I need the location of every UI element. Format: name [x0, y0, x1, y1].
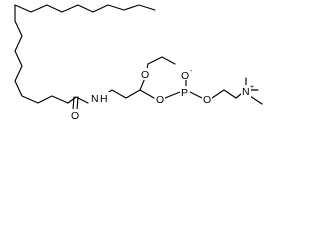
hydrogen-amide-label: H [100, 93, 108, 105]
nitrogen-amide-label: N [91, 93, 99, 105]
oxygen-ester-2-label: O [203, 94, 211, 106]
carbonyl-double-bond-b [76, 96, 79, 111]
phosphorus-label: P [181, 87, 188, 99]
cation-charge-label: + [250, 84, 254, 91]
oxygen-phosphate-anion-label: O [181, 70, 189, 82]
oxygen-ester-1-label: O [156, 94, 164, 106]
ester-bond-1 [164, 91, 181, 99]
chemical-structure-diagram: O N H O O P O - O N + [14, 4, 263, 122]
oxygen-carbonyl-label: O [71, 110, 79, 122]
anion-charge-label: - [190, 68, 193, 75]
alkyl-chain [14, 4, 156, 104]
methyl-3 [249, 95, 263, 105]
nitrogen-ammonium-label: N [242, 86, 250, 98]
carbonyl-double-bond-a [72, 96, 75, 111]
amide-bond [67, 96, 89, 104]
choline-chain [211, 89, 247, 99]
ethoxy-bonds [139, 56, 176, 91]
oxygen-ether-label: O [141, 69, 149, 81]
ester-bond-2 [189, 91, 203, 99]
